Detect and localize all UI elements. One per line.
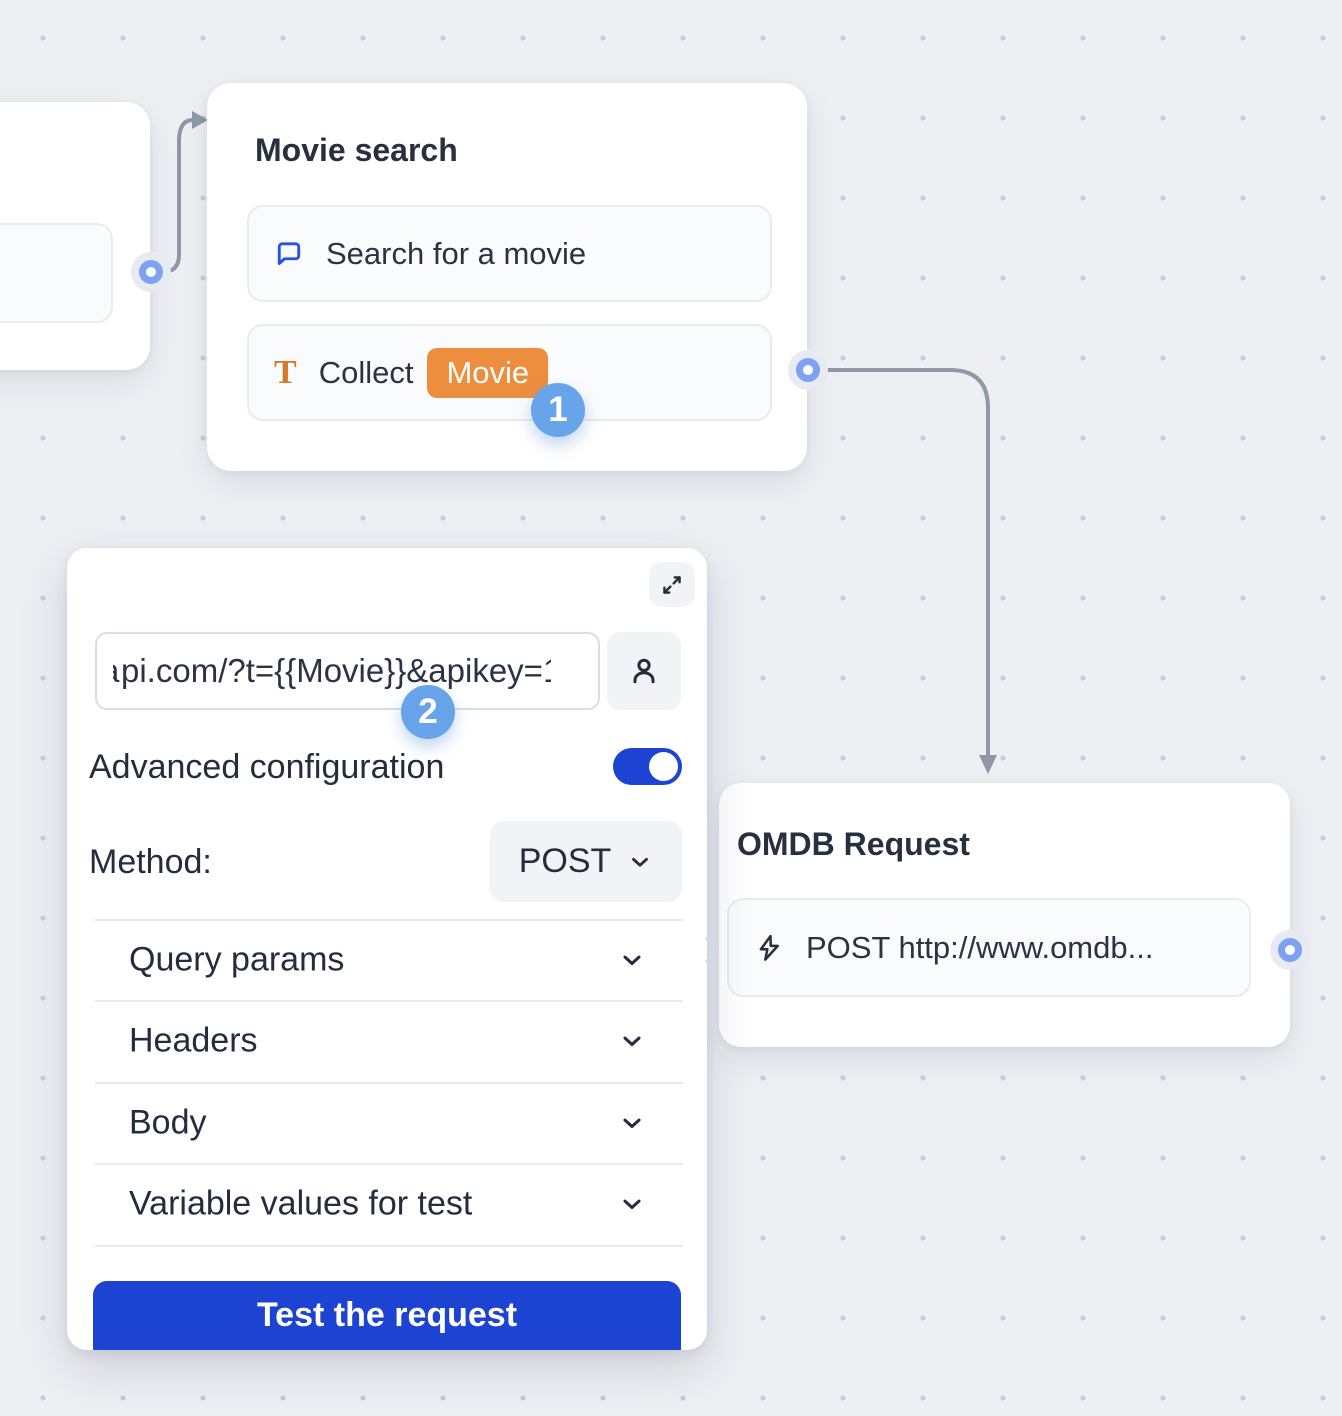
expand-button[interactable] [649,562,695,607]
section-body[interactable]: Body [67,1083,707,1163]
toggle-knob [649,752,678,781]
partial-node-item[interactable] [0,223,113,323]
user-icon [626,653,662,689]
section-query-params[interactable]: Query params [67,920,707,1000]
omdb-request-item[interactable]: POST http://www.omdb... [727,898,1251,997]
section-label: Body [129,1104,207,1143]
step-badge-1: 1 [531,383,585,437]
connection-port-icon [139,260,163,284]
omdb-output-port[interactable] [1270,930,1310,970]
chevron-down-icon [618,1190,646,1218]
expand-icon [659,572,685,598]
method-value: POST [519,842,612,881]
connection-port-icon [1278,938,1302,962]
chevron-down-icon [618,1109,646,1137]
lightning-icon [754,933,784,963]
wire-arrowhead-down [979,755,997,774]
movie-search-question-item[interactable]: Search for a movie [247,205,772,302]
section-label: Query params [129,941,344,980]
url-value: pi.com/?t={{Movie}}&apikey= [121,652,543,690]
movie-search-output-port[interactable] [788,350,828,390]
movie-search-node-card[interactable]: Movie search Search for a movie T Collec… [207,83,807,471]
advanced-configuration-label: Advanced configuration [89,748,444,787]
connection-port-icon [796,358,820,382]
insert-variable-button[interactable] [607,632,681,710]
node-title: Movie search [255,132,458,169]
node-input-notch-icon [704,936,720,964]
chevron-down-icon [618,1027,646,1055]
partial-node-output-port[interactable] [131,252,171,292]
section-variable-values[interactable]: Variable values for test [67,1164,707,1244]
url-clipped-suffix: 1 [543,652,551,690]
section-label: Variable values for test [129,1185,472,1224]
divider [95,1245,683,1247]
wire-arrowhead-right [192,111,208,129]
omdb-node-card[interactable]: OMDB Request POST http://www.omdb... [719,783,1290,1047]
text-input-icon: T [274,356,297,390]
url-clipped-prefix: a [113,652,121,690]
wire-movie-to-omdb [820,370,988,756]
method-dropdown[interactable]: POST [490,821,682,902]
section-label: Headers [129,1022,258,1061]
item-label: Search for a movie [326,236,586,272]
chevron-down-icon [627,849,653,875]
movie-search-collect-item[interactable]: T CollectMovie [247,324,772,421]
advanced-configuration-toggle[interactable] [613,748,682,785]
chevron-down-icon [618,946,646,974]
item-label: CollectMovie [319,348,548,398]
section-headers[interactable]: Headers [67,1001,707,1081]
chat-bubble-icon [274,239,304,269]
item-label: POST http://www.omdb... [806,930,1153,966]
webhook-settings-panel: api.com/?t={{Movie}}&apikey=1 Advanced c… [67,548,707,1350]
url-input[interactable]: api.com/?t={{Movie}}&apikey=1 [95,632,600,710]
wire-into-movie-search [156,120,193,272]
method-label: Method: [89,843,212,882]
node-title: OMDB Request [737,826,970,863]
test-request-button[interactable]: Test the request [93,1281,681,1350]
variable-badge: Movie [427,348,548,398]
step-badge-2: 2 [401,685,455,739]
